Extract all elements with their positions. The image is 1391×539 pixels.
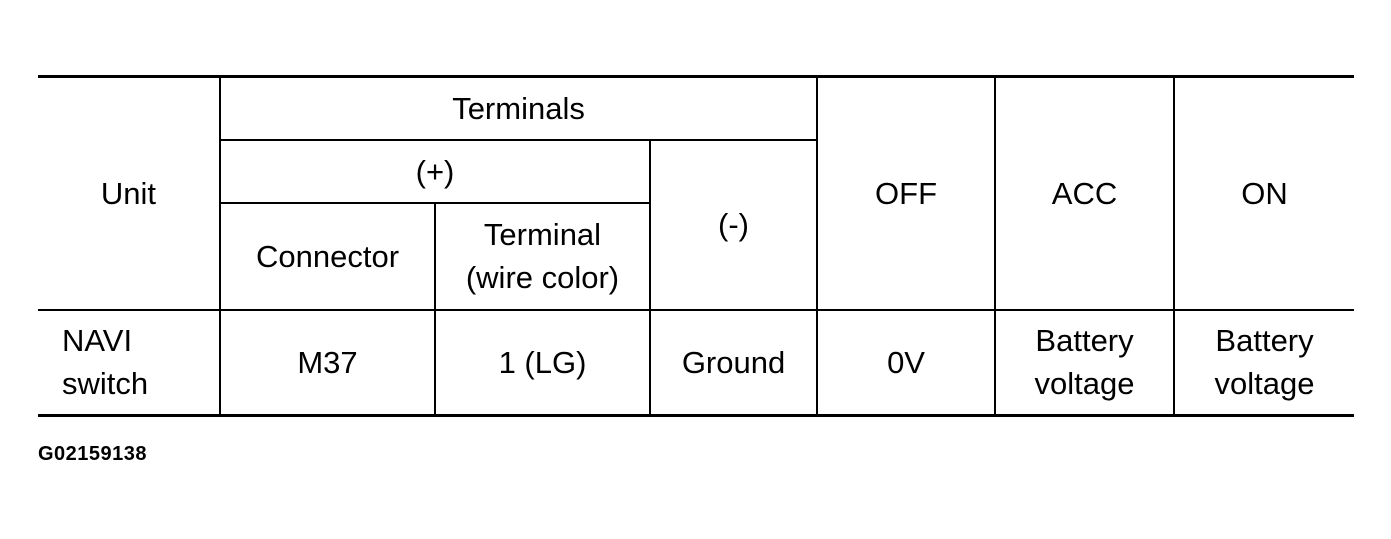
header-on: ON (1173, 75, 1355, 311)
header-positive: (+) (219, 138, 651, 204)
cell-terminal: 1 (LG) (434, 308, 651, 417)
cell-on-line2: voltage (1214, 366, 1315, 402)
header-connector: Connector (219, 201, 436, 311)
cell-acc-line2: voltage (1034, 366, 1135, 402)
header-terminal-wire-color: Terminal (wire color) (434, 201, 651, 311)
header-terminals: Terminals (218, 75, 819, 141)
cell-unit-line2: switch (62, 366, 149, 402)
cell-unit-line1: NAVI (62, 323, 133, 359)
figure-code: G02159138 (38, 443, 148, 465)
header-acc: ACC (994, 75, 1176, 311)
cell-off: 0V (816, 308, 997, 417)
header-unit: Unit (38, 75, 221, 311)
cell-connector: M37 (219, 308, 436, 417)
header-row-2: (+) (-) (38, 138, 1354, 311)
header-terminal-line2: (wire color) (465, 260, 620, 295)
header-row-1: Unit Terminals OFF ACC ON (38, 75, 1355, 311)
cell-unit: NAVI switch (38, 308, 221, 417)
cell-negative: Ground (648, 308, 819, 417)
header-off: OFF (816, 75, 997, 311)
data-row-navi-switch: NAVI switch M37 1 (LG) Ground 0V Battery… (38, 308, 1355, 417)
terminal-voltage-table: Unit Terminals OFF ACC ON (+) (-) Connec… (38, 75, 1355, 417)
cell-on-line1: Battery (1215, 323, 1314, 359)
header-terminal-line1: Terminal (483, 217, 602, 252)
cell-on: Battery voltage (1173, 308, 1355, 417)
cell-acc: Battery voltage (994, 308, 1176, 417)
header-negative: (-) (648, 138, 819, 311)
cell-acc-line1: Battery (1035, 323, 1134, 359)
header-row-3: Connector Terminal (wire color) (38, 201, 1354, 311)
